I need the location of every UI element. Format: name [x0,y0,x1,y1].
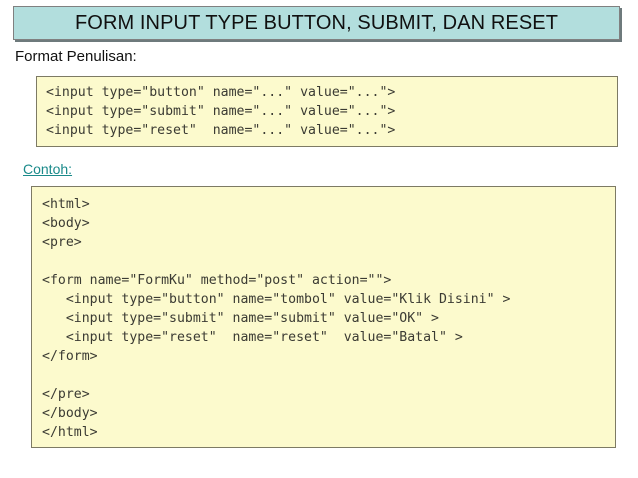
contoh-code-text: <html> <body> <pre> <form name="FormKu" … [42,197,511,440]
page-title: FORM INPUT TYPE BUTTON, SUBMIT, DAN RESE… [74,12,559,34]
contoh-label: Contoh: [23,161,73,177]
format-penulisan-label: Format Penulisan: [15,48,137,65]
format-code-block: <input type="button" name="..." value=".… [36,76,618,147]
format-code-text: <input type="button" name="..." value=".… [46,85,396,138]
slide-title-banner: FORM INPUT TYPE BUTTON, SUBMIT, DAN RESE… [13,6,620,40]
contoh-code-block: <html> <body> <pre> <form name="FormKu" … [31,186,616,448]
